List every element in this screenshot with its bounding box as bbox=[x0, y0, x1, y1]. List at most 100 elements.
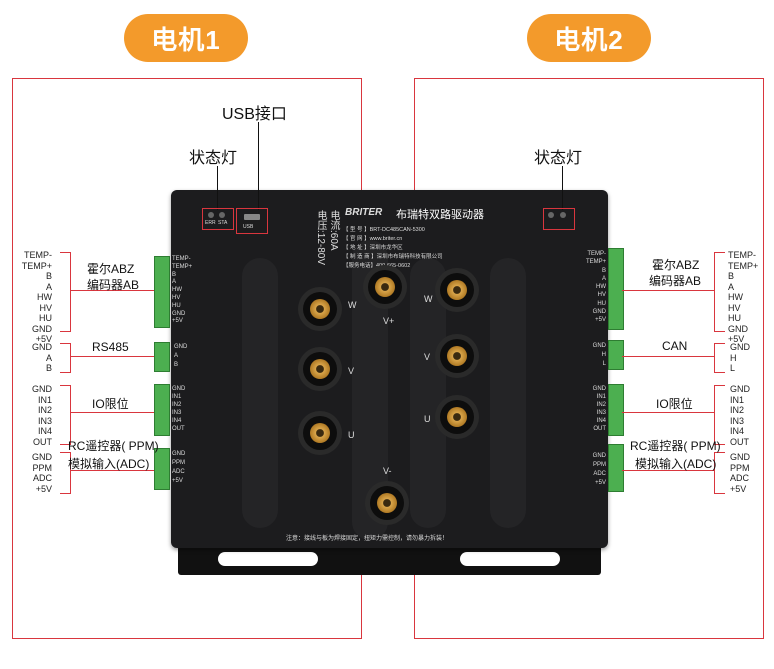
voltage-text: 电压:12-80V bbox=[315, 210, 326, 266]
right-rc-title-2: 模拟输入(ADC) bbox=[635, 457, 717, 471]
v-minus-label: V- bbox=[383, 466, 392, 476]
left-hall-leader bbox=[70, 290, 154, 291]
right-led-highlight bbox=[543, 208, 575, 230]
info-line-4: 【 制 造 商 】深圳市布瑞特科技有限公司 bbox=[343, 254, 443, 260]
right-hall-title-1: 霍尔ABZ bbox=[652, 258, 700, 272]
right-rc-title-1: RC遥控器( PPM) bbox=[630, 439, 721, 453]
status-led-left-leader bbox=[217, 166, 218, 210]
usb-port-icon bbox=[244, 214, 260, 220]
terminal-u-left bbox=[303, 416, 337, 450]
left-hall-terminal bbox=[154, 256, 170, 328]
mounting-slot-left bbox=[218, 552, 318, 566]
left-led-highlight bbox=[202, 208, 234, 230]
motor2-title-badge: 电机2 bbox=[527, 14, 651, 62]
phase-u-right: U bbox=[424, 414, 431, 424]
usb-highlight bbox=[236, 208, 268, 234]
err-led-right-icon bbox=[560, 212, 566, 218]
status-led-right-label: 状态灯 bbox=[534, 150, 583, 167]
sta-text: STA bbox=[218, 220, 228, 226]
left-rc-title-2: 模拟输入(ADC) bbox=[68, 457, 150, 471]
groove bbox=[490, 258, 526, 528]
right-io-terminal bbox=[608, 384, 624, 436]
right-can-terminal bbox=[608, 340, 624, 370]
left-io-terminal bbox=[154, 384, 170, 436]
right-io-leader bbox=[622, 412, 714, 413]
brand-logo-text: BRITER bbox=[345, 207, 383, 218]
status-led-right-leader bbox=[562, 166, 563, 210]
status-led-left-label: 状态灯 bbox=[189, 150, 238, 167]
sta-led-right-icon bbox=[548, 212, 554, 218]
phase-w-left: W bbox=[348, 300, 357, 310]
phase-v-left: V bbox=[348, 366, 355, 376]
left-io-leader bbox=[70, 412, 154, 413]
usb-text: USB bbox=[243, 224, 254, 230]
left-hall-title-2: 编码器AB bbox=[87, 278, 140, 292]
groove bbox=[410, 258, 446, 528]
mounting-slot-right bbox=[460, 552, 560, 566]
right-rc-terminal bbox=[608, 444, 624, 492]
info-line-3: 【 地 址 】深圳市龙华区 bbox=[343, 245, 403, 251]
left-io-bracket bbox=[60, 385, 71, 445]
terminal-w-right bbox=[440, 273, 474, 307]
left-hall-bracket bbox=[60, 252, 71, 332]
usb-port-label: USB接口 bbox=[222, 106, 287, 123]
err-led-icon bbox=[208, 212, 214, 218]
terminal-v-minus bbox=[370, 486, 404, 520]
left-rs485-leader bbox=[70, 356, 154, 357]
right-io-title: IO限位 bbox=[656, 397, 693, 411]
groove bbox=[242, 258, 278, 528]
phase-w-right: W bbox=[424, 294, 433, 304]
right-hall-title-2: 编码器AB bbox=[649, 274, 702, 288]
left-rc-title-1: RC遥控器( PPM) bbox=[68, 439, 159, 453]
notice-text: 注意：接线与板为焊接固定，扭矩力需控制，请勿暴力拆装！ bbox=[286, 536, 449, 542]
right-hall-bracket bbox=[714, 252, 725, 332]
v-plus-label: V+ bbox=[383, 316, 395, 326]
left-rs485-title: RS485 bbox=[92, 340, 129, 354]
left-rc-bracket bbox=[60, 452, 71, 494]
right-can-leader bbox=[622, 356, 714, 357]
left-io-title: IO限位 bbox=[92, 397, 129, 411]
terminal-w-left bbox=[303, 292, 337, 326]
left-hall-title-1: 霍尔ABZ bbox=[87, 262, 135, 276]
right-can-bracket bbox=[714, 343, 725, 373]
left-rc-terminal bbox=[154, 448, 170, 490]
err-text: ERR bbox=[205, 220, 216, 226]
terminal-v-right bbox=[440, 339, 474, 373]
info-line-2: 【 官 网 】www.briter.cn bbox=[343, 236, 403, 242]
phase-v-right: V bbox=[424, 352, 431, 362]
right-rc-bracket bbox=[714, 452, 725, 494]
terminal-v-plus bbox=[368, 270, 402, 304]
left-rs485-bracket bbox=[60, 343, 71, 373]
usb-leader bbox=[258, 122, 259, 210]
left-rc-leader bbox=[70, 470, 154, 471]
left-rs485-terminal bbox=[154, 342, 170, 372]
right-hall-terminal bbox=[608, 248, 624, 330]
right-rc-leader bbox=[622, 470, 714, 471]
current-text: 电流:60A bbox=[328, 210, 339, 251]
phase-u-left: U bbox=[348, 430, 355, 440]
terminal-v-left bbox=[303, 352, 337, 386]
info-line-1: 【 型 号 】BRT-DC485CAN-5300 bbox=[343, 227, 425, 233]
right-can-title: CAN bbox=[662, 339, 688, 353]
right-hall-leader bbox=[622, 290, 714, 291]
product-name-text: 布瑞特双路驱动器 bbox=[396, 209, 484, 221]
info-line-5: 【服务电话】400-665-0602 bbox=[343, 263, 411, 269]
motor1-title-badge: 电机1 bbox=[124, 14, 248, 62]
terminal-u-right bbox=[440, 400, 474, 434]
